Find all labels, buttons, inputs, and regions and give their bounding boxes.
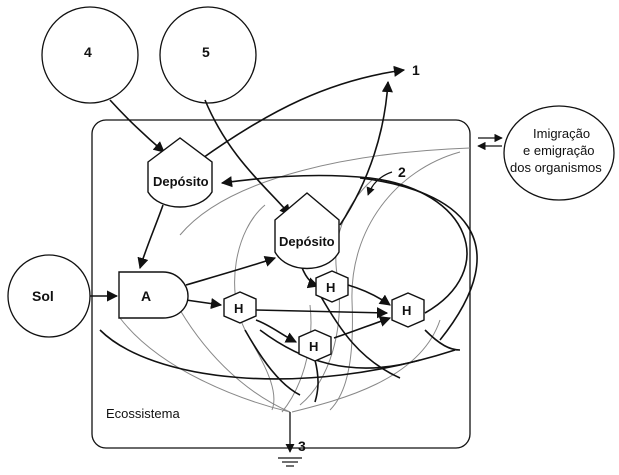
heterotroph-2-label: H xyxy=(326,280,335,295)
source-4-circle xyxy=(41,6,139,104)
ecosystem-boundary xyxy=(91,119,471,449)
heterotroph-4-shape xyxy=(391,292,425,328)
source-4-label: 4 xyxy=(84,44,92,60)
marker-2: 2 xyxy=(398,164,406,180)
source-5-circle xyxy=(159,6,257,104)
ecosystem-label: Ecossistema xyxy=(106,406,180,421)
marker-3: 3 xyxy=(298,438,306,454)
heat-loss-flows xyxy=(119,309,441,413)
migration-line-1: Imigração xyxy=(533,126,590,141)
ground-icon xyxy=(278,457,302,467)
marker-1: 1 xyxy=(412,62,420,78)
heterotroph-3-shape xyxy=(298,329,332,362)
autotroph-label: A xyxy=(141,288,151,304)
heterotroph-3-label: H xyxy=(309,339,318,354)
source-5-label: 5 xyxy=(202,44,210,60)
energy-flow-arrows xyxy=(90,65,478,403)
migration-ellipse xyxy=(503,105,615,201)
storage-a-label: Depósito xyxy=(153,174,209,189)
migration-line-3: dos organismos xyxy=(510,160,602,175)
heterotroph-1-shape xyxy=(223,291,257,324)
marker-2-pointer xyxy=(366,171,393,196)
autotroph-shape xyxy=(118,271,189,319)
heterotroph-1-label: H xyxy=(234,301,243,316)
storage-b-shape xyxy=(274,192,340,270)
storage-a-shape xyxy=(147,137,213,208)
storage-b-label: Depósito xyxy=(279,234,335,249)
migration-line-2: e emigração xyxy=(523,143,595,158)
heterotroph-4-label: H xyxy=(402,303,411,318)
sun-label: Sol xyxy=(32,288,54,304)
heterotroph-2-shape xyxy=(315,270,349,303)
